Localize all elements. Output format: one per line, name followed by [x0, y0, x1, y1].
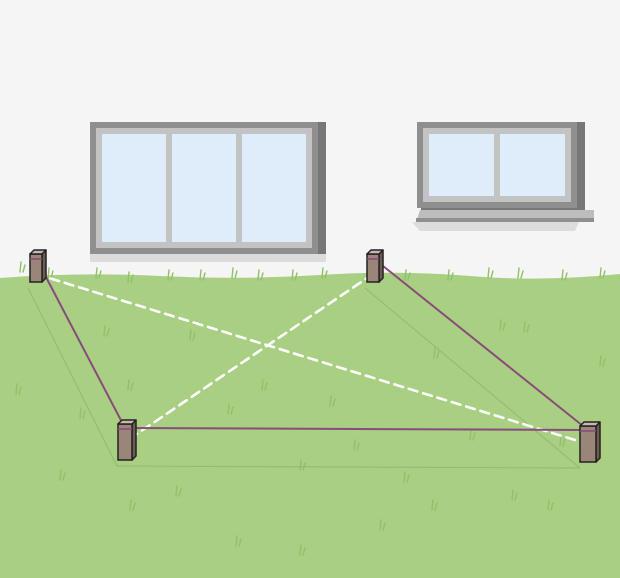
small-window [417, 122, 585, 212]
grass-tuft [199, 269, 206, 281]
stake-back-left [29, 249, 47, 283]
grass-tuft [47, 267, 54, 279]
wide-window [90, 122, 326, 262]
stake-top [117, 419, 137, 425]
window-ground-shadow [90, 254, 326, 262]
stake-back-right [366, 249, 384, 283]
window-pane [172, 134, 236, 242]
layout-lines [27, 257, 590, 469]
stake-front-right [579, 421, 601, 463]
grass-tuft [231, 267, 238, 279]
grass-tuft [353, 439, 360, 451]
grass-tuft [189, 329, 196, 341]
stake-top [366, 249, 384, 255]
grass-tuft [19, 261, 26, 273]
stake-top [579, 421, 601, 427]
window-pane [500, 134, 565, 196]
grass-tuft [517, 267, 524, 279]
grass-tuft [487, 267, 494, 279]
grass-tuft [127, 271, 134, 283]
grass-tuft [95, 267, 102, 279]
grass-tuft [261, 379, 268, 391]
grass-tuft [291, 269, 298, 281]
grass-tuft [103, 325, 110, 337]
grass-tuft [547, 499, 554, 511]
grass-tuft [129, 499, 136, 511]
grass-tuft [127, 379, 134, 391]
stakes [29, 249, 601, 463]
windows [90, 122, 594, 262]
grass-tuft [257, 269, 264, 281]
window-pane [102, 134, 166, 242]
grass-tuft [227, 403, 234, 415]
grass-tuft [175, 485, 182, 497]
sill-edge [416, 218, 594, 222]
grass-tuft [329, 395, 336, 407]
string-right-side [372, 257, 589, 431]
sill-shadow [412, 222, 579, 231]
grass-tuft [447, 269, 454, 281]
grass-tuft [499, 319, 506, 331]
stake-top [29, 249, 47, 255]
grass-tuft [469, 429, 476, 441]
grass-tuft [431, 499, 438, 511]
string-front-side-shadow [116, 465, 581, 469]
diagonal-back-left-to-front-right [34, 272, 590, 446]
grass-tuft [235, 535, 242, 547]
grass-tuft [167, 269, 174, 281]
grass-tuft [561, 269, 568, 281]
grass-tuft [511, 489, 518, 501]
window-pane [429, 134, 494, 196]
stake-front-left [117, 419, 137, 461]
string-right-side-shadow [364, 287, 581, 469]
window-sill [412, 210, 594, 231]
grass-tuft [15, 383, 22, 395]
grass-tuft [523, 321, 530, 333]
grass-tuft [433, 347, 440, 359]
string-front-side [124, 427, 589, 431]
grass-tuft [403, 471, 410, 483]
lawn [0, 261, 620, 578]
string-left-side [35, 257, 126, 429]
grass-tuft [299, 544, 306, 556]
window-pane [242, 134, 306, 242]
grass-tuft [559, 435, 566, 447]
grass-tuft [404, 269, 411, 281]
grass-tuft [79, 407, 86, 419]
grass-tuft [59, 469, 66, 481]
grass-tuft [379, 519, 386, 531]
grass-tuft [599, 267, 606, 279]
lawn-ground [0, 272, 620, 578]
grass-tuft [599, 355, 606, 367]
grass-tuft [321, 267, 328, 279]
diagonal-back-right-to-front-left [123, 272, 375, 444]
string-left-side-shadow [27, 287, 118, 467]
